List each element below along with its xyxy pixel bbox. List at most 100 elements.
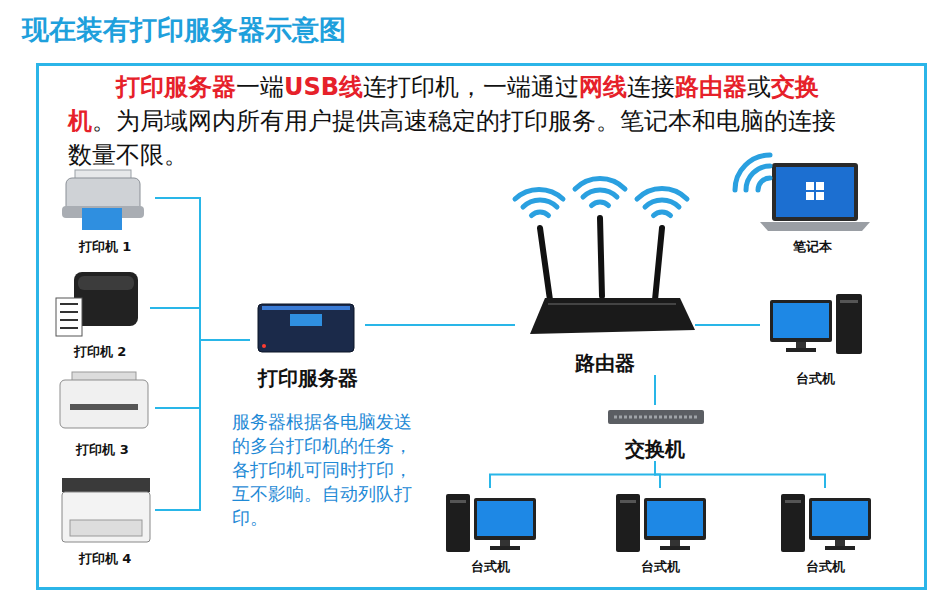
wave <box>637 188 687 199</box>
wave <box>575 178 625 189</box>
wifi-waves <box>515 178 687 215</box>
wave <box>746 166 770 190</box>
antenna <box>600 218 602 296</box>
device-label: 打印服务器 <box>258 366 358 390</box>
mfp-printer-icon <box>62 478 150 542</box>
windows-logo <box>816 192 824 200</box>
wave <box>654 212 671 216</box>
wave <box>758 178 770 190</box>
diagram-title: 现在装有打印服务器示意图 <box>22 12 346 48</box>
device-label: 台式机 <box>471 559 510 575</box>
device-node: 打印服务器 <box>250 298 365 390</box>
desktop-icon <box>770 294 862 354</box>
network-cable <box>655 461 825 488</box>
note-text: 服务器根据各电脑发送的多台打印机的任务，各打印机可同时打印，互不影响。自动列队打… <box>232 410 420 530</box>
description-text: 一端 <box>236 73 284 101</box>
desktop-icon <box>616 494 706 552</box>
description-text: 。为局域网内所有用户提供高速稳定的打印服务。笔记本和电脑的连接数量不限。 <box>68 107 836 169</box>
highlight-term: 打印服务器 <box>116 73 236 101</box>
windows-logo <box>806 182 814 190</box>
label-strip <box>56 298 82 336</box>
laptop-icon <box>735 155 870 231</box>
laptop-base <box>760 222 870 231</box>
server-edge <box>262 306 350 310</box>
network-cable <box>365 324 515 326</box>
highlight-term: 网线 <box>579 73 627 101</box>
device-node: 笔记本 <box>755 155 870 255</box>
device-node: 台式机 <box>610 488 710 575</box>
device-label: 打印机 1 <box>79 239 132 255</box>
highlight-term: USB线 <box>284 73 363 101</box>
switch-body <box>608 410 704 424</box>
wave <box>583 190 617 197</box>
router-icon <box>515 178 695 334</box>
windows-logo <box>816 182 824 190</box>
router-edge <box>548 303 676 305</box>
device-label: 交换机 <box>625 437 685 461</box>
barcode <box>60 311 78 313</box>
laser-printer-icon <box>60 372 148 428</box>
printer-part <box>62 478 150 492</box>
laptop-display <box>776 167 854 217</box>
wave <box>523 200 557 207</box>
device-label: 台式机 <box>806 559 845 575</box>
device-node: 台式机 <box>440 488 540 575</box>
photo-printer-icon <box>62 170 144 230</box>
device-label: 路由器 <box>575 351 635 375</box>
network-cable <box>150 308 250 340</box>
description-text: 或 <box>747 73 771 101</box>
printer-part <box>78 276 134 290</box>
network-cable <box>490 461 655 488</box>
device-label: 打印机 4 <box>79 551 132 567</box>
device-label: 打印机 3 <box>76 442 129 458</box>
highlight-term: 路由器 <box>675 73 747 101</box>
wifi-waves <box>735 155 770 190</box>
server-badge <box>290 314 322 326</box>
desktop-icon <box>446 494 536 552</box>
barcode <box>60 327 78 329</box>
device-node: 打印机 3 <box>50 368 155 458</box>
wave <box>532 212 549 216</box>
barcode <box>60 303 78 305</box>
description-text: 连打印机，一端通过 <box>363 73 579 101</box>
device-node: 路由器 <box>515 185 695 375</box>
server-body <box>258 304 354 352</box>
device-node: 打印机 1 <box>55 165 155 255</box>
network-cable <box>155 198 250 340</box>
printer-part <box>82 208 122 230</box>
printer-part <box>74 272 138 326</box>
desktop-icon <box>781 494 871 552</box>
wave <box>645 200 679 207</box>
wave <box>592 202 609 206</box>
network-cable <box>695 324 760 326</box>
network-cable <box>155 340 250 408</box>
printer-part <box>60 380 148 428</box>
wave <box>735 155 770 190</box>
device-node: 打印机 2 <box>50 268 150 360</box>
antenna <box>655 228 662 300</box>
label-printer-icon <box>56 272 138 336</box>
print-server-icon <box>258 304 354 352</box>
windows-logo <box>806 192 814 200</box>
device-node: 台式机 <box>760 292 870 387</box>
description-paragraph: 打印服务器一端USB线连打印机，一端通过网线连接路由器或交换机。为局域网内所有用… <box>68 70 858 172</box>
device-node: 台式机 <box>775 488 875 575</box>
network-cable <box>654 375 656 405</box>
server-led <box>262 344 266 348</box>
printer-part <box>70 404 138 410</box>
printer-part <box>70 520 142 536</box>
device-label: 打印机 2 <box>74 344 127 360</box>
device-label: 台式机 <box>796 371 835 387</box>
device-node: 打印机 4 <box>55 470 155 567</box>
device-label: 笔记本 <box>793 239 832 255</box>
wave <box>515 189 563 199</box>
device-node: 交换机 <box>600 405 710 461</box>
antenna <box>540 228 550 300</box>
router-body <box>530 298 695 334</box>
switch-icon <box>608 410 704 424</box>
device-label: 台式机 <box>641 559 680 575</box>
barcode <box>60 319 78 321</box>
printer-part <box>62 492 150 542</box>
description-text: 连接 <box>627 73 675 101</box>
